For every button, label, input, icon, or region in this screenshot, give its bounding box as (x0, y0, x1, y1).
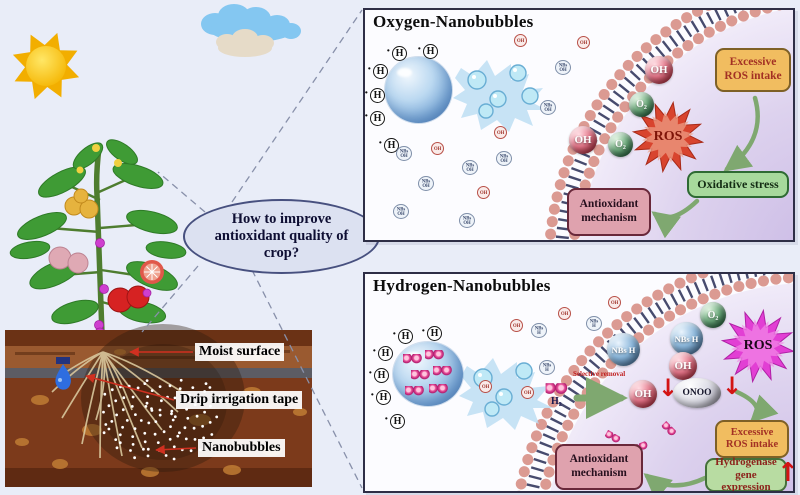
hydrogen-radical: ·H (368, 366, 389, 383)
hydrogen-radical: ·H (370, 388, 391, 405)
nbs-oh-chip: NBs OH (462, 160, 478, 175)
oxygen-panel-title: Oxygen-Nanobubbles (373, 12, 534, 31)
oh-chip: OH (558, 307, 571, 320)
nbs-h-chip: NBs H (539, 360, 555, 375)
hydrogen-radical: ·H (421, 324, 442, 341)
nbs-h-chip: NBs H (586, 316, 602, 331)
nbs-h-sphere: NBs H (670, 322, 703, 355)
peroxynitrite-sphere: ONOO (673, 378, 721, 408)
oh-chip: OH (431, 142, 444, 155)
ros-starburst (720, 308, 793, 384)
flowers (76, 144, 122, 174)
hydrogen-radical: ·H (365, 86, 385, 103)
superoxide-sphere: O₂ (608, 132, 633, 157)
hydroxyl-radical-sphere: OH (645, 56, 673, 84)
superoxide-sphere: O₂ (700, 302, 726, 328)
oh-chip: OH (477, 186, 490, 199)
h2-label: H₂ (551, 396, 562, 407)
label-drip-irrigation-tape: Drip irrigation tape (176, 391, 303, 409)
green-flow-arrows (651, 95, 760, 239)
oh-chip: OH (510, 319, 523, 332)
h2-molecule (603, 429, 622, 446)
hydrogen-radical: ·H (384, 412, 405, 429)
hydroxyl-radical-sphere: OH (569, 126, 597, 154)
superoxide-sphere: O₂ (629, 92, 654, 117)
yellow-tomatoes (64, 188, 99, 219)
oh-chip: OH (608, 296, 621, 309)
nbs-oh-chip: NBs OH (555, 60, 571, 75)
excessive-ros-intake-box: Excessive ROS intake (715, 420, 789, 458)
ros-label: ROS (653, 129, 683, 144)
oxygen-nanobubble (385, 57, 452, 123)
cloud-beige-icon (216, 29, 274, 57)
nbs-oh-chip: NBs OH (496, 151, 512, 166)
h2-molecule (429, 384, 448, 395)
h2-molecule (403, 354, 422, 365)
antioxidant-mechanism-box: Antioxidant mechanism (567, 188, 651, 236)
sliced-tomato (140, 260, 164, 284)
h2-molecule (433, 366, 452, 377)
hydrogen-radical: ·H (367, 62, 388, 79)
tomato-plant (9, 139, 187, 339)
oh-chip: OH (479, 380, 492, 393)
hydrogen-radical: ·H (386, 44, 407, 61)
hydroxyl-radical-sphere: OH (669, 352, 697, 380)
hydrogen-radical: ·H (365, 109, 385, 126)
oxygen-nanobubbles-panel: Oxygen-Nanobubbles ·H ·H ·H ·H ·H ·H NBs… (363, 8, 795, 242)
water-droplet (55, 357, 71, 390)
label-nanobubbles: Nanobubbles (198, 439, 285, 457)
nbs-h-chip: NBs H (531, 323, 547, 338)
oxidative-stress-box: Oxidative stress (687, 171, 789, 198)
hydrogen-panel-title: Hydrogen-Nanobubbles (373, 276, 551, 295)
oh-chip: OH (494, 126, 507, 139)
dashed-connector (141, 9, 363, 489)
h2-molecule (545, 383, 568, 396)
question-bubble: How to improve antioxidant quality of cr… (183, 199, 380, 274)
nbs-oh-chip: NBs OH (540, 100, 556, 115)
increase-arrow: ↑ (777, 460, 793, 486)
nanobubble-splash (453, 60, 547, 132)
nbs-oh-chip: NBs OH (418, 176, 434, 191)
label-leader-arrows (85, 347, 197, 455)
ros-label: ROS (743, 338, 773, 353)
nbs-oh-chip: NBs OH (396, 146, 412, 161)
drip-tape-band (5, 368, 312, 378)
decrease-arrow: ↓ (722, 372, 743, 400)
hydrogen-radical: ·H (417, 42, 438, 59)
h2-molecule (660, 421, 677, 438)
hydrogen-radical: ·H (392, 327, 413, 344)
oh-chip: OH (577, 36, 590, 49)
hydrogen-radical: ·H (372, 344, 393, 361)
hydroxyl-decrease-sphere: OH (629, 380, 657, 408)
selective-removal-label: Selective removal (573, 370, 626, 378)
excessive-ros-intake-box: Excessive ROS intake (715, 48, 791, 92)
h2-molecule (425, 350, 444, 361)
pink-tomatoes (48, 246, 89, 274)
hydrogenase-gene-expression-box: Hydrogenase gene expression (705, 456, 787, 491)
label-moist-surface: Moist surface (195, 343, 285, 361)
nbs-h-sphere: NBs H (607, 333, 640, 366)
h2-molecule (411, 370, 430, 381)
hydrogen-radical: ·H (378, 136, 399, 153)
sun-icon (12, 32, 80, 100)
nbs-oh-chip: NBs OH (459, 213, 475, 228)
oh-chip: OH (521, 386, 534, 399)
hydrogen-nanobubbles-panel: Hydrogen-Nanobubbles ·H ·H ·H ·H ·H ·H O… (363, 272, 795, 493)
nbs-oh-chip: NBs OH (393, 204, 409, 219)
antioxidant-mechanism-box: Antioxidant mechanism (555, 444, 643, 490)
h2-molecule (405, 386, 424, 397)
oh-chip: OH (514, 34, 527, 47)
